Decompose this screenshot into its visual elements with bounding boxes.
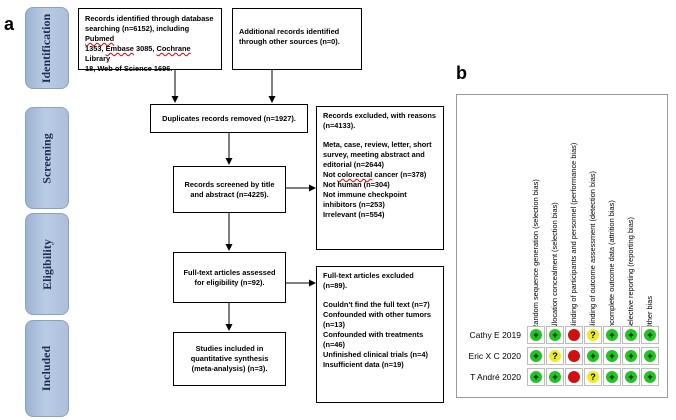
rob-judgement-low: + bbox=[625, 329, 637, 341]
rob-judgement-unclear: ? bbox=[549, 350, 561, 362]
rob-cell: + bbox=[622, 326, 640, 344]
rob-judgement-low: + bbox=[644, 371, 656, 383]
rob-judgement-low: + bbox=[606, 371, 618, 383]
rob-cell: + bbox=[527, 347, 545, 365]
rob-judgement-low: + bbox=[549, 371, 561, 383]
rob-cell: + bbox=[546, 368, 564, 386]
domain-header: Selective reporting (reporting bias) bbox=[626, 217, 635, 330]
rob-cell bbox=[565, 347, 583, 365]
rob-cell bbox=[565, 368, 583, 386]
rob-judgement-low: + bbox=[606, 329, 618, 341]
rob-judgement-low: + bbox=[587, 350, 599, 362]
domain-header: Blinding of participants and personnel (… bbox=[569, 142, 578, 330]
rob-judgement-low: + bbox=[625, 371, 637, 383]
study-label: Cathy E 2019 bbox=[469, 330, 521, 340]
rob-cell: ? bbox=[584, 326, 602, 344]
rob-judgement-high bbox=[568, 350, 580, 362]
rob-judgement-low: + bbox=[549, 329, 561, 341]
rob-judgement-high bbox=[568, 371, 580, 383]
domain-header: Incomplete outcome data (attrition bias) bbox=[607, 200, 616, 330]
rob-cell: + bbox=[603, 347, 621, 365]
rob-cell: + bbox=[546, 326, 564, 344]
risk-of-bias-table: Random sequence generation (selection bi… bbox=[456, 94, 668, 398]
rob-cell: ? bbox=[546, 347, 564, 365]
rob-judgement-low: + bbox=[530, 371, 542, 383]
panel-label-a: a bbox=[4, 14, 15, 34]
box-records-excluded: Records excluded, with reasons (n=4133).… bbox=[316, 106, 444, 250]
rob-judgement-low: + bbox=[530, 329, 542, 341]
study-label: T André 2020 bbox=[470, 372, 521, 382]
rob-cell: + bbox=[641, 347, 659, 365]
rob-cell: + bbox=[622, 347, 640, 365]
phase-screening: Screening bbox=[25, 107, 69, 209]
rob-cell bbox=[565, 326, 583, 344]
box-records-identified: Records identified through database sear… bbox=[78, 8, 222, 73]
rob-cell: + bbox=[622, 368, 640, 386]
rob-judgement-unclear: ? bbox=[587, 371, 599, 383]
rob-cell: + bbox=[584, 347, 602, 365]
domain-header: Random sequence generation (selection bi… bbox=[531, 179, 540, 330]
rob-cell: + bbox=[527, 368, 545, 386]
box-additional-records: Additional records identified through ot… bbox=[232, 8, 362, 70]
rob-cell: + bbox=[527, 326, 545, 344]
rob-judgement-low: + bbox=[606, 350, 618, 362]
box-duplicates-removed: Duplicates records removed (n=1927). bbox=[150, 104, 308, 133]
rob-judgement-high bbox=[568, 329, 580, 341]
rob-cell: + bbox=[641, 368, 659, 386]
rob-judgement-low: + bbox=[644, 350, 656, 362]
rob-judgement-low: + bbox=[625, 350, 637, 362]
rob-cell: + bbox=[603, 326, 621, 344]
domain-header: Allocation concealment (selection bias) bbox=[550, 202, 559, 330]
box-fulltext-excluded: Full-text articles excluded (n=89). Coul… bbox=[316, 266, 444, 403]
rob-judgement-low: + bbox=[644, 329, 656, 341]
panel-label-b: b bbox=[456, 63, 467, 83]
rob-cell: + bbox=[603, 368, 621, 386]
phase-eligibility: Eligibility bbox=[25, 213, 69, 315]
rob-cell: ? bbox=[584, 368, 602, 386]
phase-included: Included bbox=[25, 320, 69, 417]
rob-judgement-unclear: ? bbox=[587, 329, 599, 341]
domain-header: Other bias bbox=[645, 295, 654, 330]
phase-identification: Identification bbox=[25, 7, 69, 89]
rob-judgement-low: + bbox=[530, 350, 542, 362]
domain-header: Blinding of outcome assessment (detectio… bbox=[588, 171, 597, 330]
study-label: Eric X C 2020 bbox=[468, 351, 521, 361]
rob-cell: + bbox=[641, 326, 659, 344]
